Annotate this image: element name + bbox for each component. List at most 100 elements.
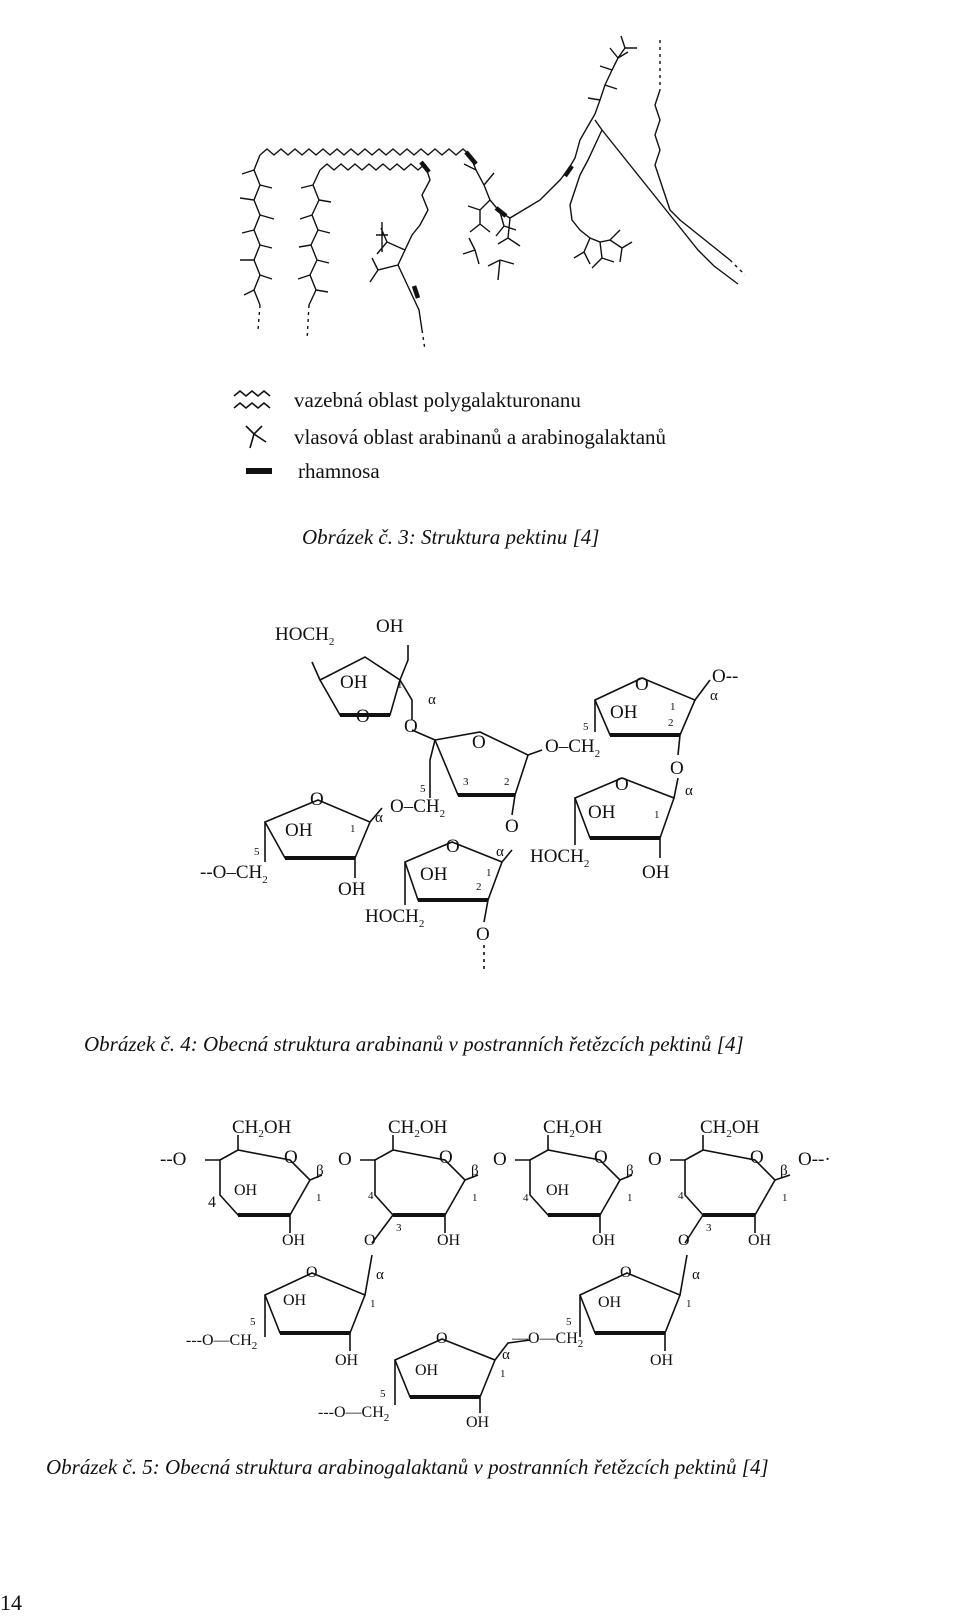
label-o-ab: O xyxy=(436,1330,448,1347)
label-n1-c: 1 xyxy=(670,701,676,713)
galactose-ring-3 xyxy=(515,1135,633,1233)
zigzag-top-chain xyxy=(259,148,471,156)
figure3-pectin-structure xyxy=(239,35,746,351)
label-beta-1: β xyxy=(316,1163,324,1179)
label-n1-a: 1 xyxy=(397,679,403,691)
zigzag-inner-chain xyxy=(319,163,426,171)
galactose-ring-4 xyxy=(670,1135,791,1244)
label-beta-4: β xyxy=(780,1163,788,1179)
label-oh-al: OH xyxy=(283,1292,307,1309)
label-n1-f: 1 xyxy=(486,867,492,879)
label-oh-e: OH xyxy=(285,820,313,841)
label-o-d: O xyxy=(615,774,629,795)
branch-second-chain xyxy=(308,169,321,306)
label-alpha-f: α xyxy=(496,844,504,860)
label-hoch2-a: HOCH2 xyxy=(275,624,334,648)
label-oh-b4: OH xyxy=(748,1232,772,1249)
label-n4-r2: 4 xyxy=(368,1190,374,1202)
figure5-caption: Obrázek č. 5: Obecná struktura arabinoga… xyxy=(46,1455,769,1479)
label-beta-2: β xyxy=(471,1163,479,1179)
label-oh-ab2: OH xyxy=(466,1414,490,1431)
label-n2-c: 2 xyxy=(668,717,674,729)
legend-text-polygalacturonan: vazebná oblast polygalakturonanu xyxy=(294,388,581,412)
label-oh-al2: OH xyxy=(335,1352,359,1369)
label-alpha-b: α xyxy=(375,810,383,826)
rhamnose-bar xyxy=(411,285,421,299)
label-o-f: O xyxy=(446,836,460,857)
label-ch2oh-4: CH2OH xyxy=(700,1117,760,1140)
label-oh-c: OH xyxy=(610,702,638,723)
rhamnose-bar xyxy=(464,150,478,166)
branch-left-chain xyxy=(253,154,261,306)
zigzag-icon xyxy=(233,389,271,410)
label-oh-b1: OH xyxy=(282,1232,306,1249)
label-hoch2-f: HOCH2 xyxy=(365,906,424,930)
label-o-c: O xyxy=(635,674,649,695)
label-oh-d2: OH xyxy=(642,862,670,883)
label-o-b2: O xyxy=(364,1232,376,1249)
label-och2-b: O–CH2 xyxy=(390,796,445,820)
arabinose-ring-left xyxy=(263,1254,373,1351)
label-alpha-ar: α xyxy=(692,1267,700,1283)
arabinose-ring-right xyxy=(578,1254,688,1351)
label-oh-f: OH xyxy=(420,864,448,885)
galactose-ring-2 xyxy=(360,1135,479,1244)
label-n3-b: 3 xyxy=(463,776,469,788)
label-o-ar: O xyxy=(620,1264,632,1281)
label-n3-r2: 3 xyxy=(396,1222,402,1234)
label-alpha-c: α xyxy=(710,688,718,704)
label-o-link-bf: O xyxy=(505,816,519,837)
label-och2-bc: O–CH2 xyxy=(545,736,600,760)
label-oh-r3: OH xyxy=(546,1182,570,1199)
label-n1-d: 1 xyxy=(654,809,660,821)
label-n1-r3: 1 xyxy=(627,1192,633,1204)
label-n1-e: 1 xyxy=(350,823,356,835)
figure5-arabinogalactan-structure: CH2OH CH2OH CH2OH CH2OH --O O O O O O O … xyxy=(160,1117,831,1431)
figure3-caption: Obrázek č. 3: Struktura pektinu [4] xyxy=(302,525,600,549)
label-o-al: O xyxy=(306,1264,318,1281)
label-n1-al: 1 xyxy=(370,1298,376,1310)
label-oh-a1: OH xyxy=(376,616,404,637)
label-n1-ab: 1 xyxy=(500,1368,506,1380)
label-o-ring2: O xyxy=(439,1147,453,1168)
label-dash-o-ch2-al: ---O—CH2 xyxy=(186,1332,257,1352)
label-o-ring3: O xyxy=(594,1147,608,1168)
label-oh-b2: OH xyxy=(437,1232,461,1249)
galactose-ring-1 xyxy=(205,1135,323,1233)
label-o-link-ab: O xyxy=(404,716,418,737)
branch-right-chain xyxy=(469,47,626,219)
rhamnose-bar xyxy=(494,206,508,218)
label-n5-ab: 5 xyxy=(380,1388,386,1400)
label-n1-r2: 1 xyxy=(472,1192,478,1204)
arabinose-ring-bottom xyxy=(393,1338,531,1413)
page-number: 14 xyxy=(0,1590,22,1615)
label-o-link23: O xyxy=(493,1149,507,1170)
label-dash-o-ch2-e: --O–CH2 xyxy=(200,862,268,886)
bar-icon xyxy=(246,468,272,474)
label-n5-al: 5 xyxy=(250,1316,256,1328)
label-alpha-d: α xyxy=(685,783,693,799)
label-o-b: O xyxy=(472,732,486,753)
label-n4-r4: 4 xyxy=(678,1190,684,1202)
label-dash-o-ch2-ab: ---O—CH2 xyxy=(318,1404,389,1424)
label-o-link12: O xyxy=(338,1149,352,1170)
label-oh-ab: OH xyxy=(415,1362,439,1379)
label-oh-e2: OH xyxy=(338,879,366,900)
label-o-ring1: O xyxy=(284,1147,298,1168)
zigzag-far-right-chain xyxy=(654,89,731,261)
branch-icon xyxy=(245,425,267,449)
label-alpha-a: α xyxy=(428,692,436,708)
label-oh-r1: OH xyxy=(234,1182,258,1199)
label-o-dash-c: O-- xyxy=(712,666,738,687)
label-n2-b: 2 xyxy=(504,776,510,788)
branch-middle-chain xyxy=(397,163,431,331)
label-oh-b3: OH xyxy=(592,1232,616,1249)
label-trail: O--· xyxy=(798,1149,831,1170)
zigzag-right-chain xyxy=(594,119,739,285)
label-oh-d: OH xyxy=(588,802,616,823)
label-ch2oh-1: CH2OH xyxy=(232,1117,292,1140)
figure4-arabinan-structure: HOCH2 OH OH 1 O α O O 3 2 5 O–CH2 α O O–… xyxy=(200,616,738,972)
label-o-link-f: O xyxy=(476,924,490,945)
label-n5-e: 5 xyxy=(254,846,260,858)
label-n1-r4: 1 xyxy=(782,1192,788,1204)
